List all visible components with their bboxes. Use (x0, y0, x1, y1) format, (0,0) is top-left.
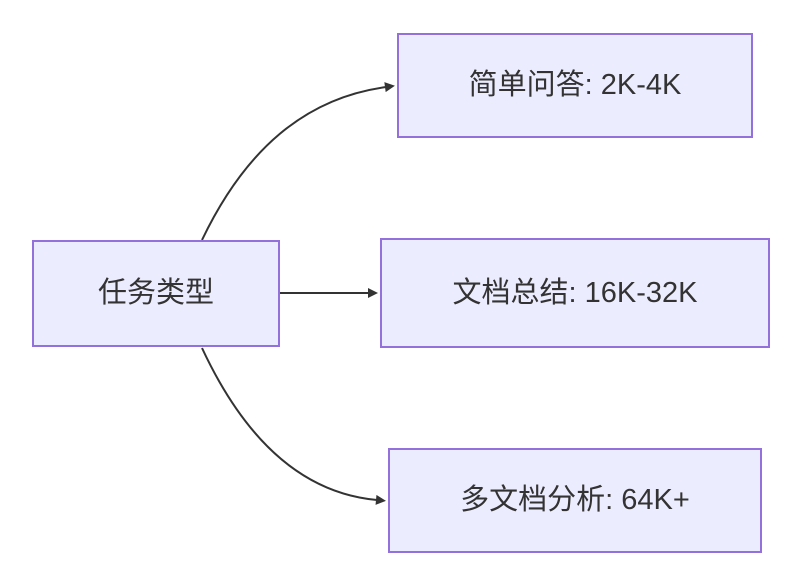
node-multi-doc-label: 多文档分析: 64K+ (460, 484, 690, 517)
node-doc-summary-label: 文档总结: 16K-32K (452, 276, 698, 309)
node-multi-doc: 多文档分析: 64K+ (388, 448, 762, 553)
node-simple-qa-label: 简单问答: 2K-4K (468, 69, 682, 102)
node-task-type-label: 任务类型 (97, 277, 214, 310)
node-simple-qa: 简单问答: 2K-4K (397, 33, 753, 138)
node-doc-summary: 文档总结: 16K-32K (380, 238, 770, 348)
node-task-type: 任务类型 (32, 240, 280, 347)
edge-root-to-simple-qa (201, 82, 395, 241)
edge-root-to-multi-doc (201, 347, 386, 505)
